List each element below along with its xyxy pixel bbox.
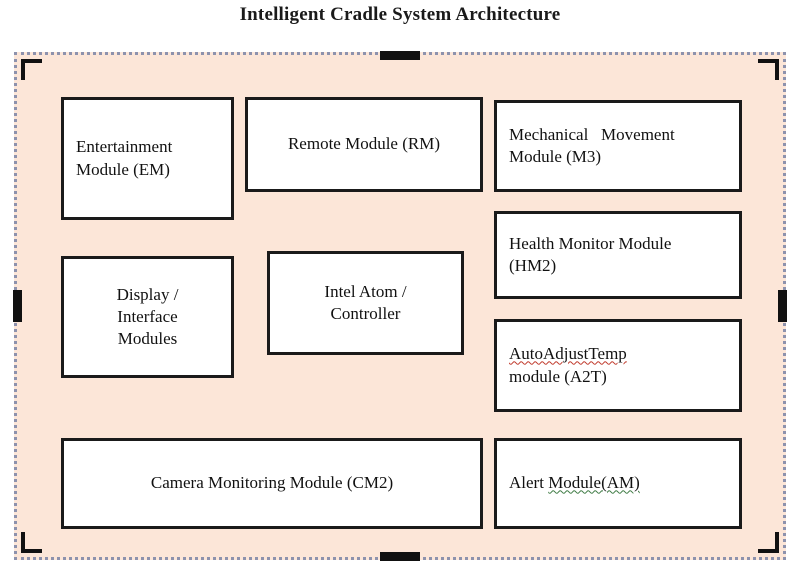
module-box-entertainment[interactable]: Entertainment Module (EM) <box>61 97 234 220</box>
selection-corner-bottom-left-icon[interactable] <box>21 532 42 553</box>
alert-module-text: Alert Module(AM) <box>509 473 640 493</box>
diagram-canvas[interactable]: Entertainment Module (EM) Remote Module … <box>13 51 787 561</box>
module-box-intel-atom-controller[interactable]: Intel Atom / Controller <box>267 251 464 355</box>
module-box-auto-adjust-temp[interactable]: AutoAdjustTemp module (A2T) <box>494 319 742 412</box>
module-box-remote[interactable]: Remote Module (RM) <box>245 97 483 192</box>
page-title: Intelligent Cradle System Architecture <box>239 4 561 25</box>
selection-corner-bottom-right-icon[interactable] <box>758 532 779 553</box>
module-box-alert[interactable]: Alert Module(AM) <box>494 438 742 529</box>
spellcheck-underline-red: AutoAdjustTemp <box>509 344 627 364</box>
module-label: Intel Atom / Controller <box>324 281 407 323</box>
resize-handle-right-middle[interactable] <box>778 290 787 322</box>
resize-handle-bottom-center[interactable] <box>380 552 420 561</box>
diagram-canvas-inner: Entertainment Module (EM) Remote Module … <box>13 51 787 561</box>
selection-corner-top-right-icon[interactable] <box>758 59 779 80</box>
module-label: Alert Module(AM) <box>509 472 727 494</box>
module-label: Remote Module (RM) <box>287 134 441 154</box>
module-box-camera-monitoring[interactable]: Camera Monitoring Module (CM2) <box>61 438 483 529</box>
resize-handle-left-middle[interactable] <box>13 290 22 322</box>
grammar-underline-green: Module(AM) <box>548 473 640 493</box>
module-box-display-interface[interactable]: Display / Interface Modules <box>61 256 234 378</box>
module-label: Camera Monitoring Module (CM2) <box>150 473 394 493</box>
module-label: Mechanical Movement Module (M3) <box>509 124 675 166</box>
module-box-health-monitor[interactable]: Health Monitor Module (HM2) <box>494 211 742 299</box>
module-label: Entertainment Module (EM) <box>76 137 173 179</box>
resize-handle-top-center[interactable] <box>380 51 420 60</box>
module-box-mechanical-movement[interactable]: Mechanical Movement Module (M3) <box>494 100 742 192</box>
module-label: Display / Interface Modules <box>116 284 179 349</box>
selection-corner-top-left-icon[interactable] <box>21 59 42 80</box>
module-label: Health Monitor Module (HM2) <box>509 233 672 275</box>
module-label: AutoAdjustTemp module (A2T) <box>509 344 627 386</box>
